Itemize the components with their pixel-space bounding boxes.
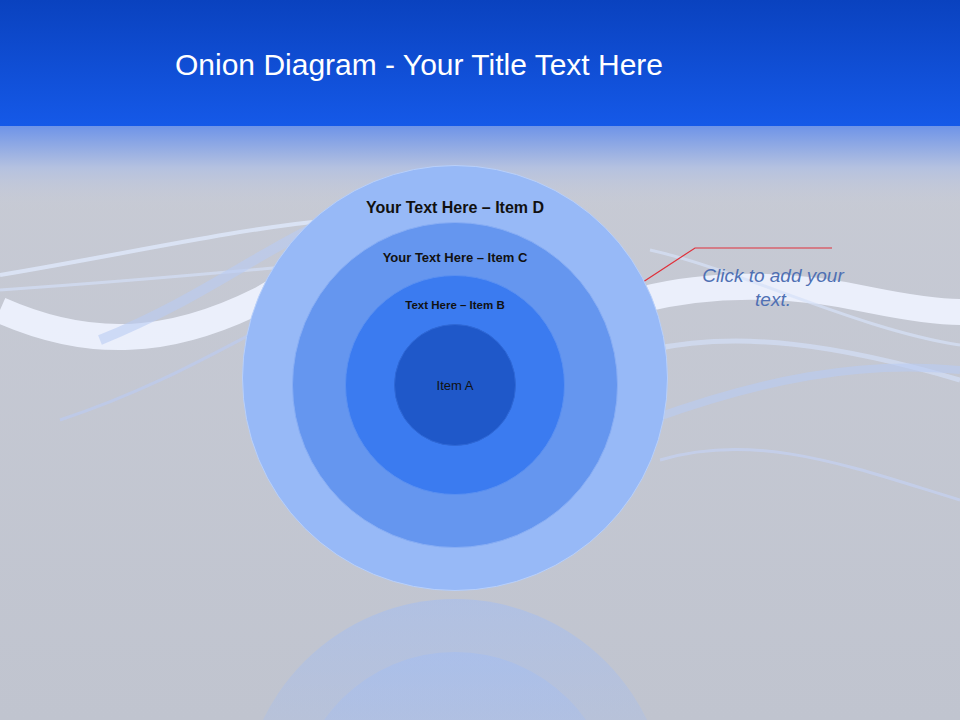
onion-layer: Your Text Here – Item C Text Here – Item … — [292, 222, 618, 548]
layer-label: Item A — [437, 378, 474, 393]
layer-label: Your Text Here – Item C — [383, 250, 528, 265]
callout-text: Click to add your text. — [698, 264, 848, 312]
layer-circle — [293, 223, 618, 548]
title-banner — [0, 0, 960, 126]
slide-title: Onion Diagram - Your Title Text Here — [175, 48, 663, 82]
layer-label: Text Here – Item B — [405, 299, 505, 311]
layer-label: Your Text Here – Item D — [366, 199, 544, 217]
onion-layer: Your Text Here – Item D Your Text Here – … — [242, 165, 668, 591]
layer-circle — [346, 276, 565, 495]
reflection — [242, 599, 668, 720]
onion-layer: Text Here – Item B Item A — [345, 275, 565, 495]
onion-layer: Item A — [394, 324, 516, 446]
layer-circle — [243, 166, 668, 591]
reflection — [295, 652, 615, 720]
layer-circle — [395, 325, 516, 446]
